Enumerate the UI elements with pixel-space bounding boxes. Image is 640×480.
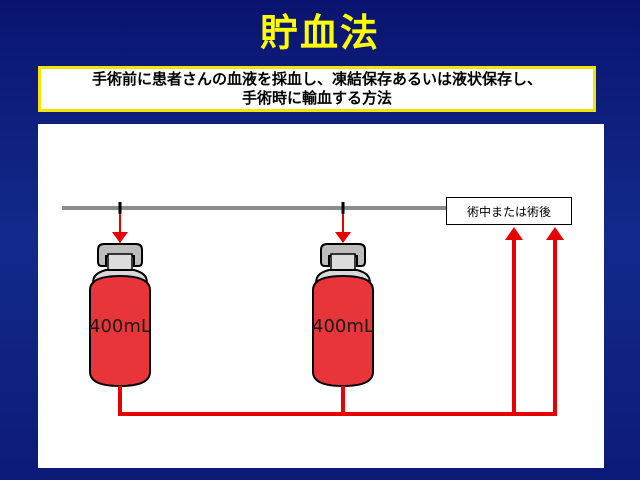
collect-arrowhead-2 (335, 232, 351, 243)
timing-label-box: 術中または術後 (446, 197, 572, 225)
blood-bag-1 (89, 243, 151, 388)
return-arrowhead-2 (546, 227, 564, 240)
return-arrowhead-1 (505, 227, 523, 240)
return-flow-line (118, 236, 557, 416)
bag-1-volume-label: 400mL (89, 316, 151, 337)
blood-bag-2 (312, 243, 374, 388)
bag-2-volume-label: 400mL (312, 316, 374, 337)
description-line-2: 手術時に輸血する方法 (241, 89, 392, 107)
description-line-1: 手術前に患者さんの血液を採血し、凍結保存あるいは液状保存し、 (91, 70, 542, 88)
page-title: 貯血法 (259, 11, 380, 55)
description-box: 手術前に患者さんの血液を採血し、凍結保存あるいは液状保存し、 手術時に輸血する方… (38, 66, 596, 112)
collect-arrowhead-1 (112, 232, 128, 243)
